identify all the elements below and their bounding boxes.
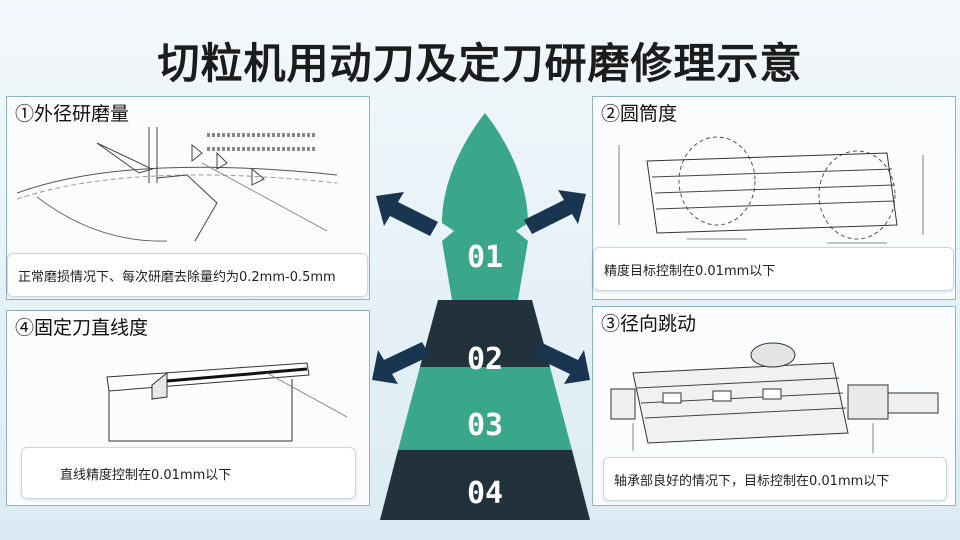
pyramid-layer-03 bbox=[398, 367, 572, 450]
panel-radial-runout: ③径向跳动 轴承部良好的情况下，目标控制在0.01mm以下 bbox=[592, 306, 956, 506]
panel-straightness: ④固定刀直线度 直线精度控制在0.01mm以下 bbox=[6, 310, 370, 506]
arrow-up-left bbox=[376, 192, 438, 236]
panel-cylindricity: ②圆筒度 精度目标控制在0.01mm以下 bbox=[592, 96, 956, 300]
panel-title: ②圆筒度 bbox=[601, 103, 678, 125]
arrow-down-left bbox=[372, 342, 430, 384]
panel-title: ④固定刀直线度 bbox=[15, 317, 149, 339]
pyramid-label-02: 02 bbox=[466, 342, 504, 377]
pyramid-label-04: 04 bbox=[466, 476, 504, 511]
panel-caption: 正常磨损情况下、每次研磨去除量约为0.2mm-0.5mm bbox=[7, 253, 368, 297]
pyramid-label-03: 03 bbox=[466, 408, 504, 443]
pyramid-diagram bbox=[380, 113, 590, 520]
arrow-up-right bbox=[524, 190, 586, 234]
page-title: 切粒机用动刀及定刀研磨修理示意 bbox=[157, 39, 803, 88]
panel-caption: 轴承部良好的情况下，目标控制在0.01mm以下 bbox=[603, 457, 947, 501]
arrow-down-right bbox=[532, 342, 590, 384]
radial-runout-drawing bbox=[610, 342, 939, 453]
panel-caption: 直线精度控制在0.01mm以下 bbox=[21, 447, 356, 499]
pyramid-label-01: 01 bbox=[466, 240, 504, 275]
cylindricity-drawing bbox=[618, 136, 924, 244]
panel-title: ①外径研磨量 bbox=[15, 103, 130, 125]
pyramid-layer-04 bbox=[380, 450, 590, 520]
panel-caption: 精度目标控制在0.01mm以下 bbox=[593, 247, 954, 291]
straightness-drawing bbox=[106, 362, 348, 442]
outer-grinding-drawing bbox=[17, 127, 338, 242]
pyramid-layer-02 bbox=[420, 300, 550, 367]
panel-title: ③径向跳动 bbox=[601, 313, 697, 335]
panel-outer-grinding: ①外径研磨量 正常磨损情况下、每次研磨去除量约为0.2mm-0.5mm bbox=[6, 96, 370, 300]
pyramid-layer-01 bbox=[442, 113, 528, 300]
